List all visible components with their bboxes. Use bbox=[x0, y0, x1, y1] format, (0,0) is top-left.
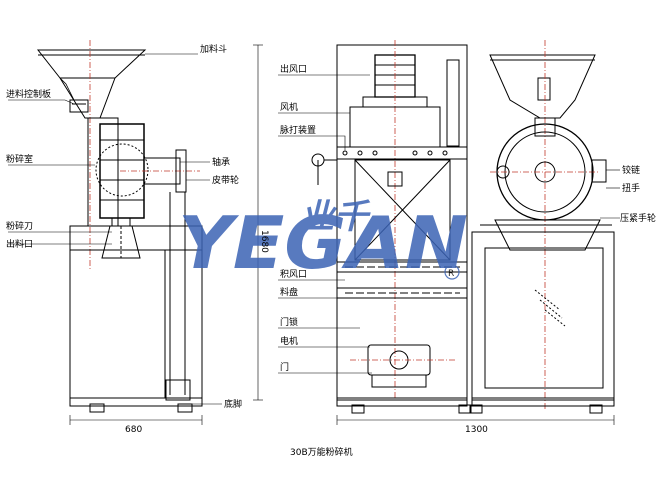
label-bearing: 轴承 bbox=[212, 156, 230, 168]
label-air-inlet: 积风口 bbox=[280, 268, 307, 280]
label-hopper: 加料斗 bbox=[200, 43, 227, 55]
label-crushing-chamber: 粉碎室 bbox=[6, 153, 33, 165]
dimension-height: 1680 bbox=[259, 230, 269, 253]
label-door: 门 bbox=[280, 361, 289, 373]
label-door-lock: 门锁 bbox=[280, 316, 298, 328]
left-labels: 加料斗 进料控制板 粉碎室 轴承 皮带轮 粉碎刀 出料口 底脚 680 bbox=[6, 43, 242, 435]
right-view bbox=[336, 40, 615, 425]
label-beater-device: 脉打装置 bbox=[280, 124, 316, 136]
label-air-outlet: 出风口 bbox=[280, 63, 307, 75]
watermark-brand: YEGAN bbox=[178, 201, 468, 285]
dimension-width-left: 680 bbox=[125, 425, 142, 435]
label-hinge: 铰链 bbox=[622, 164, 640, 176]
label-material-tray: 料盘 bbox=[280, 286, 298, 298]
drawing-caption: 30B万能粉碎机 bbox=[290, 446, 353, 458]
watermark-registered: R bbox=[448, 269, 454, 279]
middle-leaders bbox=[278, 74, 372, 374]
hopper-shape bbox=[36, 49, 147, 119]
middle-view bbox=[253, 40, 472, 414]
yegan-watermark: YEGAN 业千 R bbox=[178, 197, 468, 285]
label-feed-control-plate: 进料控制板 bbox=[6, 88, 51, 100]
watermark-chinese: 业千 bbox=[300, 197, 371, 237]
right-labels: 铰链 扭手 压紧手轮 1300 bbox=[465, 164, 656, 435]
label-crushing-blade: 粉碎刀 bbox=[6, 220, 33, 232]
label-knob: 扭手 bbox=[622, 182, 640, 194]
right-leaders bbox=[600, 169, 620, 219]
left-view bbox=[36, 40, 203, 425]
label-base-foot: 底脚 bbox=[224, 398, 242, 410]
left-leaders bbox=[8, 53, 222, 405]
label-fan: 风机 bbox=[280, 101, 298, 113]
label-belt-pulley: 皮带轮 bbox=[212, 174, 239, 186]
label-clamp-wheel: 压紧手轮 bbox=[620, 212, 656, 224]
middle-labels: 出风口 风机 脉打装置 积风口 料盘 门锁 电机 门 1680 bbox=[259, 63, 316, 373]
label-outlet: 出料口 bbox=[6, 238, 33, 250]
dimension-width-right: 1300 bbox=[465, 425, 488, 435]
registered-mark-icon bbox=[444, 264, 460, 280]
label-motor: 电机 bbox=[280, 335, 298, 347]
